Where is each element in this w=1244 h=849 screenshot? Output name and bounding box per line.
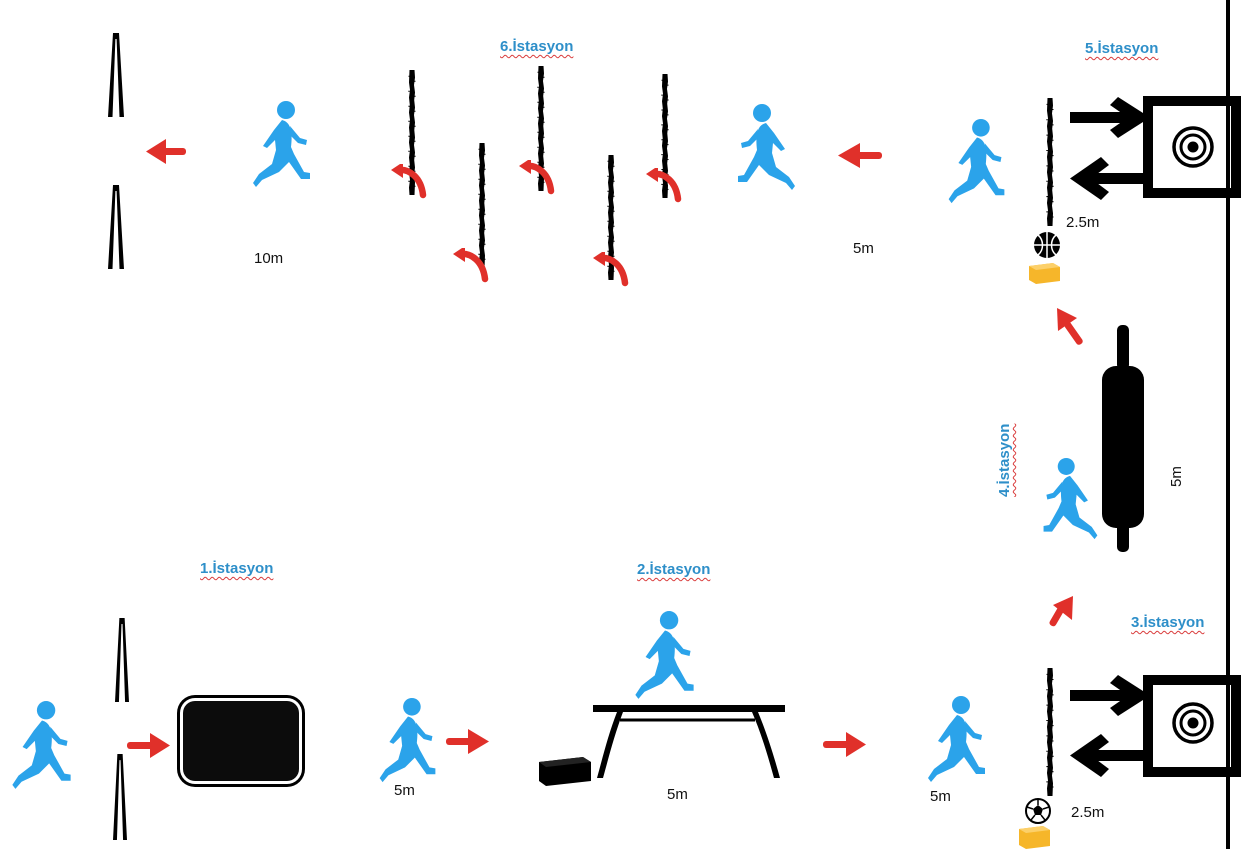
basketball-icon xyxy=(1034,232,1060,258)
runner-icon xyxy=(928,696,985,782)
slalom-pole xyxy=(478,143,486,268)
arrow-right-icon xyxy=(823,732,866,757)
soccer-ball-icon xyxy=(1025,798,1051,824)
ball-box xyxy=(1019,826,1050,849)
cone-marker xyxy=(115,618,129,702)
station-3-label: 3.İstasyon xyxy=(1131,614,1205,631)
distance-label: 5m xyxy=(1168,466,1185,487)
runner-icon xyxy=(253,101,310,187)
arrow-up-left-icon xyxy=(1057,308,1083,345)
arrow-left-icon xyxy=(146,139,186,164)
step-box xyxy=(539,757,591,786)
target-station-3 xyxy=(1070,675,1241,777)
curved-arrow-icon xyxy=(519,158,551,191)
station-2-label: 2.İstasyon xyxy=(637,561,711,578)
distance-label: 2.5m xyxy=(1066,214,1100,231)
direction-arrows xyxy=(127,139,1083,758)
cone-marker xyxy=(113,754,127,840)
runner-icon xyxy=(12,701,71,789)
distance-label: 5m xyxy=(853,240,874,257)
ball-box xyxy=(1029,263,1060,284)
cone-marker xyxy=(108,185,124,269)
curved-arrow-icon xyxy=(646,166,678,199)
runner-icon xyxy=(635,611,694,699)
arrow-right-icon xyxy=(446,729,489,754)
distance-label: 5m xyxy=(930,788,951,805)
curved-arrow-icon xyxy=(391,162,423,195)
jump-table xyxy=(593,705,785,778)
runner-icon xyxy=(379,697,436,783)
target-pole xyxy=(1046,668,1054,796)
runner-icon xyxy=(948,118,1005,204)
runners xyxy=(12,101,1098,789)
target-station-5 xyxy=(1070,96,1241,200)
balance-beam xyxy=(1102,325,1144,552)
arrow-right-icon xyxy=(127,733,170,758)
target-pole xyxy=(1046,98,1054,226)
distance-label: 10m xyxy=(254,250,284,267)
distance-label: 2.5m xyxy=(1071,804,1105,821)
runner-icon xyxy=(738,104,795,190)
distance-label: 5m xyxy=(667,786,688,803)
station-4-label: 4.İstasyon xyxy=(996,423,1013,497)
cone-marker xyxy=(108,33,124,117)
station-6-label: 6.İstasyon xyxy=(500,38,574,55)
runner-icon xyxy=(1043,457,1098,540)
station-1-label: 1.İstasyon xyxy=(200,560,274,577)
landing-mat xyxy=(183,701,299,781)
arrow-left-icon xyxy=(838,143,882,168)
station-5-label: 5.İstasyon xyxy=(1085,40,1159,57)
right-wall xyxy=(1226,0,1230,849)
arrow-up-right-icon xyxy=(1049,596,1073,627)
distance-label: 5m xyxy=(394,782,415,799)
